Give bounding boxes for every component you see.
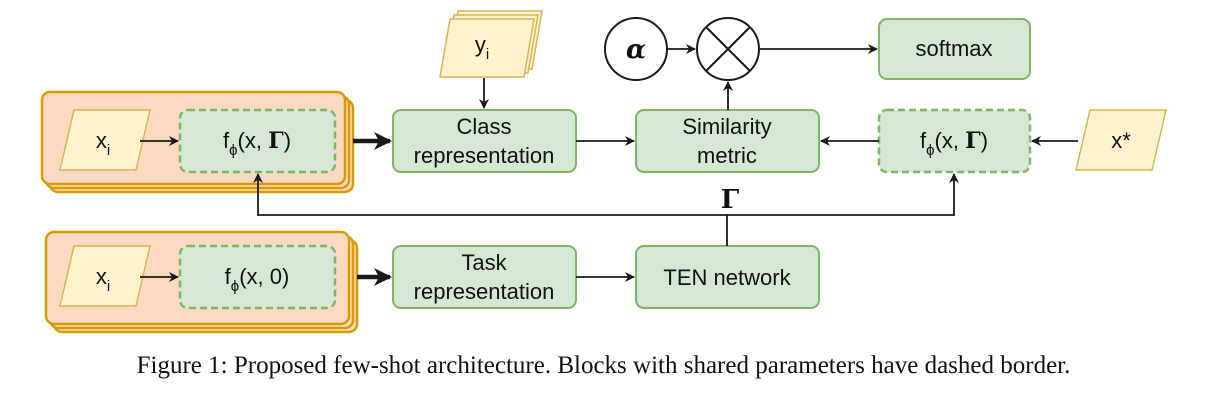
similarity-line2: metric <box>697 143 757 168</box>
query-encoder-block: fϕ(x, Γ) <box>877 108 1032 174</box>
support-encoder-block: fϕ(x, Γ) <box>178 108 337 174</box>
class-rep-line2: representation <box>414 143 555 168</box>
support-encoder-label: fϕ(x, Γ) <box>223 128 291 159</box>
support-xi-input: xi <box>59 109 151 171</box>
thick-edges <box>353 132 392 286</box>
softmax-block: softmax <box>878 18 1031 80</box>
task-xi-input: xi <box>59 245 151 307</box>
gamma-label: Γ <box>721 185 740 215</box>
similarity-line1: Similarity <box>682 114 771 139</box>
task-representation-block: Task representation <box>392 245 577 309</box>
edge-gamma-to-query-encoder <box>727 173 959 216</box>
edge-gamma-to-support-encoder <box>253 173 728 246</box>
figure-caption: Figure 1: Proposed few-shot architecture… <box>136 352 1071 379</box>
ten-label: TEN network <box>663 265 791 290</box>
task-encoder-label: fϕ(x, 0) <box>225 264 290 295</box>
query-x-label: x* <box>1111 128 1131 153</box>
softmax-label: softmax <box>915 36 992 61</box>
ten-network-block: TEN network <box>635 245 820 309</box>
task-encoder-block: fϕ(x, 0) <box>178 244 337 310</box>
alpha-label: α <box>626 35 646 65</box>
class-representation-block: Class representation <box>392 109 577 173</box>
query-encoder-label: fϕ(x, Γ) <box>920 128 988 159</box>
yi-label: yi <box>475 32 489 63</box>
similarity-metric-block: Similarity metric <box>635 109 820 173</box>
alpha-node: α <box>604 17 668 81</box>
architecture-diagram: yi α softmax xi fϕ(x, Γ) Class represent… <box>40 10 1167 334</box>
edges <box>140 44 1078 282</box>
task-rep-line1: Task <box>461 250 507 275</box>
query-input: x* <box>1075 109 1167 171</box>
class-rep-line1: Class <box>456 114 511 139</box>
yi-input-stack: yi <box>439 10 543 78</box>
task-xi-label: xi <box>96 264 110 295</box>
support-xi-label: xi <box>96 128 110 159</box>
multiply-node <box>696 17 760 81</box>
task-rep-line2: representation <box>414 279 555 304</box>
